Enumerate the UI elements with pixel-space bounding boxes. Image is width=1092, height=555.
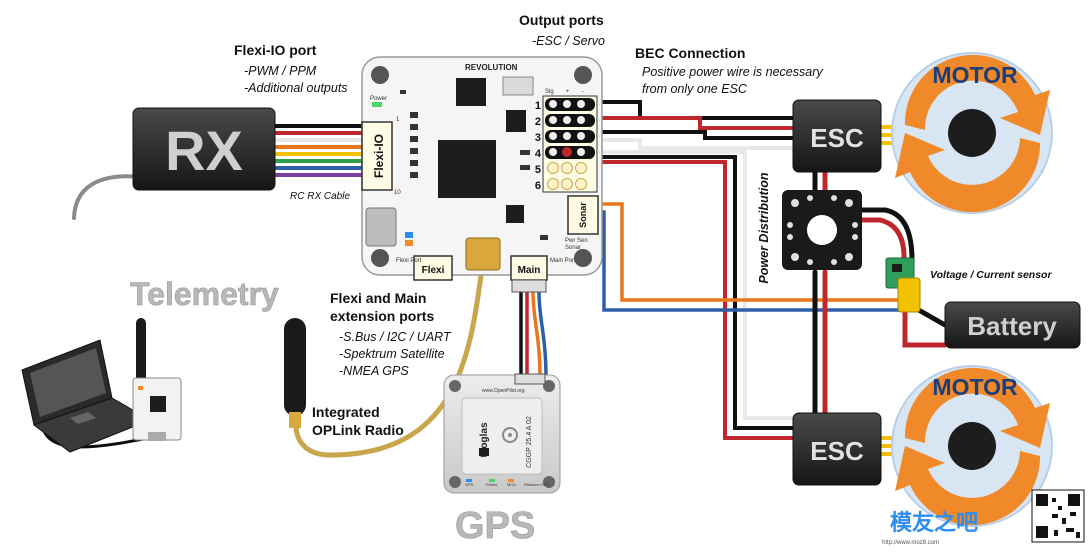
integrated-title-2: OPLink Radio (312, 422, 404, 438)
port-number-1: 1 (535, 100, 541, 112)
smd-parts (400, 90, 548, 240)
flexi-main-sub-2: -Spektrum Satellite (339, 347, 445, 361)
telemetry-module (132, 318, 182, 441)
revolution-board: REVOLUTION Power Flexi-IO 1 10 Flexi Fle… (361, 56, 603, 293)
main-plug (511, 279, 547, 293)
flexi-connector-label: Flexi (422, 265, 445, 276)
port-number-5: 5 (535, 164, 541, 176)
watermark: 模友之吧 http://www.moz8.com (882, 489, 1085, 546)
port-number-3: 3 (535, 132, 541, 144)
gps-label: GPS (455, 505, 535, 547)
flexi-io-sub-2: -Additional outputs (244, 81, 348, 95)
esc-top-label: ESC (810, 123, 864, 153)
esc-bottom: ESC (792, 412, 882, 486)
status-led-blue (405, 232, 413, 238)
voltage-current-sensor (885, 257, 921, 313)
battery: Battery (944, 301, 1081, 349)
esc-top-wires (593, 100, 797, 150)
oplink-antenna (284, 318, 306, 428)
voltage-current-sensor-label: Voltage / Current sensor (930, 269, 1052, 281)
rx-label: RX (165, 119, 243, 182)
flexi-io-pin1: 1 (396, 117, 400, 123)
watermark-site: http://www.moz8.com (882, 540, 939, 546)
gps-antenna-code: CGGP 25.4 A 02 (526, 416, 533, 468)
rc-rx-cable-label: RC RX Cable (290, 191, 350, 202)
flexi-main-title-2: extension ports (330, 308, 434, 324)
gps-cable (519, 290, 548, 380)
pwr-sen-label: Pwr Sen (565, 238, 588, 244)
rx-cable (270, 124, 364, 177)
flexi-io-connector-label: Flexi-IO (372, 134, 386, 178)
chip-small (456, 78, 486, 106)
laptop-icon (21, 339, 152, 453)
sig-label: Sig (545, 89, 554, 95)
bec-sub-2: from only one ESC (642, 82, 748, 96)
power-led (372, 102, 382, 107)
plus-label: + (566, 89, 570, 95)
telemetry-label: Telemetry (130, 276, 279, 312)
gps-site: www.OpenPilot.org (482, 388, 525, 394)
flexi-io-connector (361, 121, 393, 191)
flexi-io-sub-1: -PWM / PPM (244, 64, 317, 78)
output-header (542, 95, 598, 193)
status-led-orange (405, 240, 413, 246)
bec-connection-title: BEC Connection (635, 45, 745, 61)
flexi-main-title-1: Flexi and Main (330, 290, 426, 306)
chip-sensor (506, 110, 526, 132)
sonar-connector-label: Sonar (578, 202, 588, 228)
power-distribution-board (782, 190, 862, 270)
motor-top: MOTOR (891, 52, 1053, 214)
integrated-title-1: Integrated (312, 404, 380, 420)
sonar-small-label: Sonar (565, 245, 581, 251)
gps-platinum: Platinum GPS (524, 482, 549, 487)
battery-label: Battery (967, 311, 1057, 341)
flexi-main-sub-1: -S.Bus / I2C / UART (339, 330, 452, 344)
power-label: Power (370, 96, 387, 102)
gps-antenna-brand: taoglas (479, 422, 490, 457)
wires (40, 100, 957, 458)
port-number-6: 6 (535, 180, 541, 192)
sonar-connector (567, 195, 599, 235)
mcu-chip (438, 140, 496, 198)
flexi-io-port-title: Flexi-IO port (234, 42, 317, 58)
crystal (502, 76, 534, 96)
minus-label: - (582, 89, 584, 95)
oplink-antenna-cable (293, 265, 485, 458)
usb-port (365, 207, 397, 247)
motor-top-label: MOTOR (932, 62, 1018, 88)
power-distribution-label: Power Distribution (757, 172, 771, 283)
flexi-io-pin10: 10 (394, 190, 401, 196)
motor-bottom-label: MOTOR (932, 374, 1018, 400)
port-number-4: 4 (535, 148, 542, 160)
qr-code-icon (1036, 494, 1080, 538)
flexi-main-sub-3: -NMEA GPS (339, 364, 409, 378)
board-brand: REVOLUTION (465, 63, 518, 72)
gps-pin-power: Power (486, 482, 498, 487)
esc-bottom-label: ESC (810, 436, 864, 466)
watermark-brand: 模友之吧 (890, 510, 978, 535)
rx-receiver: RX (132, 107, 276, 191)
gps-pin-gps: GPS (465, 482, 474, 487)
oplink-connector (465, 237, 501, 271)
main-connector-label: Main (518, 265, 541, 276)
flexi-port-label: Flexi Port (396, 258, 422, 264)
flexi-connector (413, 255, 453, 281)
motor-bottom: MOTOR (891, 365, 1053, 527)
port-number-2: 2 (535, 116, 541, 128)
gps-pin-mcu: MCU (507, 482, 516, 487)
bec-sub-1: Positive power wire is necessary (642, 65, 823, 79)
main-port-label: Main Port (550, 258, 576, 264)
esc-top: ESC (792, 99, 882, 173)
gps-module: www.OpenPilot.org taoglas CGGP 25.4 A 02… (443, 373, 561, 494)
output-ports-title: Output ports (519, 12, 604, 28)
output-ports-sub: -ESC / Servo (532, 34, 605, 48)
